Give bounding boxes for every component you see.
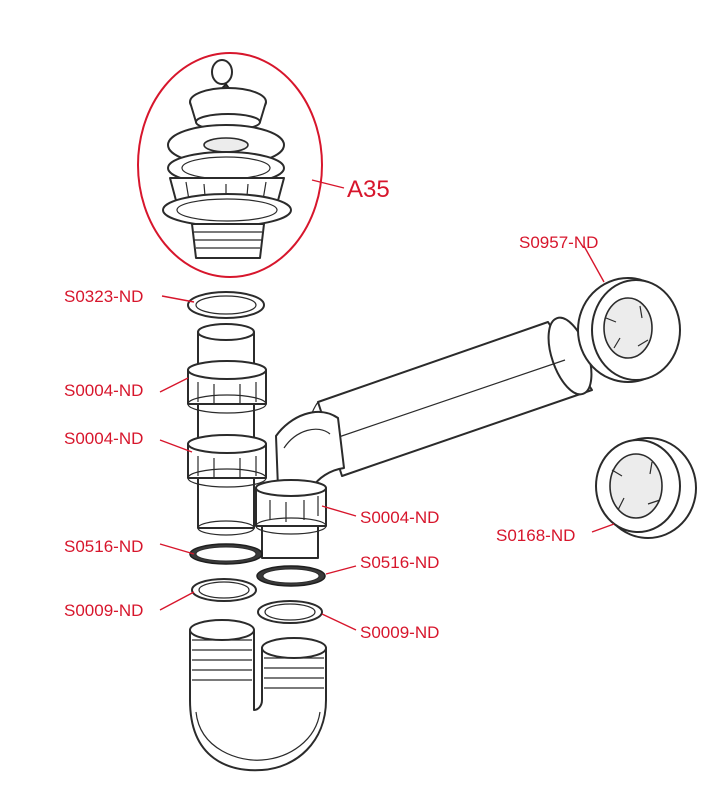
outlet-elbow bbox=[275, 411, 345, 489]
ring-s0009-left bbox=[191, 578, 257, 602]
label-s0004-nd-upper: S0004-ND bbox=[64, 381, 143, 400]
wall-flange-s0168 bbox=[595, 437, 697, 539]
right-tube bbox=[255, 479, 327, 559]
leader-lines bbox=[159, 179, 615, 631]
label-s0323-nd: S0323-ND bbox=[64, 287, 143, 306]
gasket-s0323 bbox=[187, 291, 265, 319]
label-s0516-nd-right: S0516-ND bbox=[360, 553, 439, 572]
outlet-pipe bbox=[307, 316, 593, 477]
label-s0957-nd: S0957-ND bbox=[519, 233, 598, 252]
ring-s0516-right bbox=[256, 565, 326, 587]
central-tube bbox=[187, 323, 267, 536]
label-s0004-nd-middle: S0004-ND bbox=[64, 429, 143, 448]
label-s0168-nd: S0168-ND bbox=[496, 526, 575, 545]
ring-s0516-left bbox=[189, 543, 263, 565]
basket-strainer-a35 bbox=[137, 52, 323, 278]
label-s0004-nd-right: S0004-ND bbox=[360, 508, 439, 527]
ring-s0009-right bbox=[257, 600, 323, 624]
wall-flange-s0957 bbox=[577, 277, 681, 383]
label-s0516-nd-left: S0516-ND bbox=[64, 537, 143, 556]
label-a35: A35 bbox=[347, 176, 390, 203]
trap-body bbox=[189, 619, 327, 772]
label-s0009-nd-right: S0009-ND bbox=[360, 623, 439, 642]
label-s0009-nd-left: S0009-ND bbox=[64, 601, 143, 620]
a35-callout-circle bbox=[137, 52, 323, 278]
